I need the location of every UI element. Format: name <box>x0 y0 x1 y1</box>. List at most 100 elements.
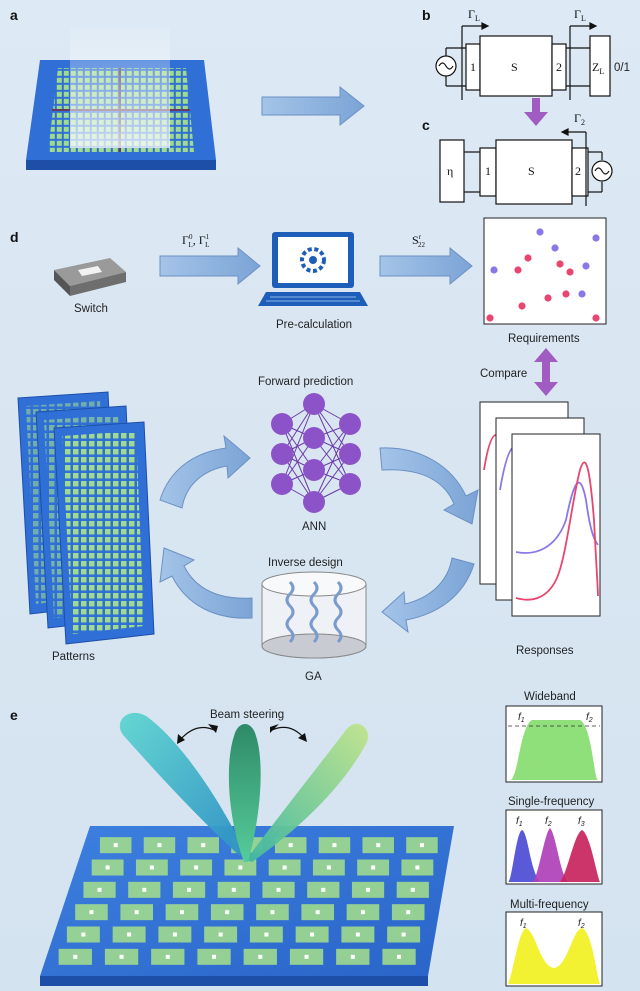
ga-label: GA <box>305 671 322 683</box>
panel-label-d: d <box>10 229 19 245</box>
unit-cell-switch <box>415 865 420 870</box>
unit-cell-switch <box>304 954 309 959</box>
response-stack <box>479 401 601 617</box>
unit-cell-switch <box>376 843 381 848</box>
unit-cell-switch <box>288 843 293 848</box>
unit-cell-switch <box>410 887 415 892</box>
compare-arrow <box>534 348 558 396</box>
ann-edge <box>313 423 351 503</box>
unit-cell-switch <box>157 843 162 848</box>
unit-cell-switch <box>134 910 139 915</box>
arrow-ann-to-responses <box>379 447 479 525</box>
compare-label: Compare <box>480 368 527 380</box>
unit-cell-switch <box>179 910 184 915</box>
requirement-dot <box>514 266 522 274</box>
single-peak-3 <box>560 830 600 882</box>
ann-node <box>339 413 361 435</box>
ann-node <box>339 443 361 465</box>
gamma-2-label: Γ2 <box>574 111 585 127</box>
requirement-dot <box>566 268 574 276</box>
unit-cell-switch <box>321 887 326 892</box>
arrow-ga-to-patterns <box>159 547 253 619</box>
unit-cell-switch <box>89 910 94 915</box>
requirement-dot <box>556 260 564 268</box>
requirement-dot <box>551 244 559 252</box>
unit-cell-switch <box>310 932 315 937</box>
unit-cell-switch <box>149 865 154 870</box>
ann-node <box>303 491 325 513</box>
requirement-dot <box>486 314 494 322</box>
eta-label: η <box>447 164 453 178</box>
multi-f2: f2 <box>578 918 585 930</box>
requirement-dot <box>592 314 600 322</box>
unit-cell-switch <box>187 887 192 892</box>
ann-edge <box>313 403 351 485</box>
requirement-dot <box>536 228 544 236</box>
ann-edge <box>281 403 315 485</box>
responses-label: Responses <box>516 645 574 657</box>
port2-label-b: 2 <box>556 60 562 74</box>
unit-cell-switch <box>401 932 406 937</box>
unit-cell-switch <box>81 932 86 937</box>
purple-arrow-b-to-c <box>524 98 548 126</box>
requirement-dot <box>490 266 498 274</box>
unit-cell-switch <box>201 843 206 848</box>
patterns-label: Patterns <box>52 651 95 663</box>
single-peak-2 <box>532 828 568 882</box>
state-label: 0/1 <box>614 62 630 74</box>
switch-icon <box>54 258 126 296</box>
unit-cell-switch <box>218 932 223 937</box>
port1-label-c: 1 <box>485 164 491 178</box>
unit-cell-switch <box>238 865 243 870</box>
ann-node <box>303 393 325 415</box>
ann-node <box>303 427 325 449</box>
wideband-f2: f2 <box>586 712 593 724</box>
unit-cell-switch <box>165 954 170 959</box>
ann-node <box>271 413 293 435</box>
unit-cell-switch <box>366 887 371 892</box>
beam-lobe-right <box>246 723 368 862</box>
unit-cell-switch <box>97 887 102 892</box>
requirement-dot <box>562 290 570 298</box>
unit-cell-switch <box>371 865 376 870</box>
unit-cell-switch <box>350 954 355 959</box>
unit-cell-switch <box>360 910 365 915</box>
multi-frequency-title: Multi-frequency <box>510 899 589 911</box>
unit-cell-switch <box>73 954 78 959</box>
s-block-label-b: S <box>511 60 518 74</box>
requirement-dot <box>582 262 590 270</box>
unit-cell-switch <box>212 954 217 959</box>
requirement-dot <box>544 294 552 302</box>
multi-f1: f1 <box>520 918 527 930</box>
ann-edge <box>281 423 315 503</box>
single-peak-1 <box>508 830 540 882</box>
unit-cell-switch <box>113 843 118 848</box>
unit-cell-switch <box>355 932 360 937</box>
requirement-dot <box>518 302 526 310</box>
panel-label-a: a <box>10 7 18 23</box>
ann-node <box>339 473 361 495</box>
arrow-switch-to-precalc <box>159 246 261 286</box>
port1-label-b: 1 <box>470 60 476 74</box>
unit-cell-switch <box>397 954 402 959</box>
arrow-a-to-c <box>261 85 365 127</box>
unit-cell-switch <box>282 865 287 870</box>
ann-node <box>271 443 293 465</box>
panel-label-b: b <box>422 7 431 23</box>
arrow-patterns-to-ann <box>159 434 251 509</box>
requirements-dots <box>486 228 600 322</box>
unit-cell-switch <box>270 910 275 915</box>
load-label: ZL <box>592 60 604 76</box>
ga-cylinder <box>261 571 367 659</box>
pattern-stack <box>17 391 155 645</box>
computer-icon <box>258 232 368 306</box>
wideband-spectrum <box>510 720 598 780</box>
wideband-title: Wideband <box>524 691 576 703</box>
unit-cell-switch <box>105 865 110 870</box>
requirement-dot <box>524 254 532 262</box>
unit-cell-switch <box>172 932 177 937</box>
